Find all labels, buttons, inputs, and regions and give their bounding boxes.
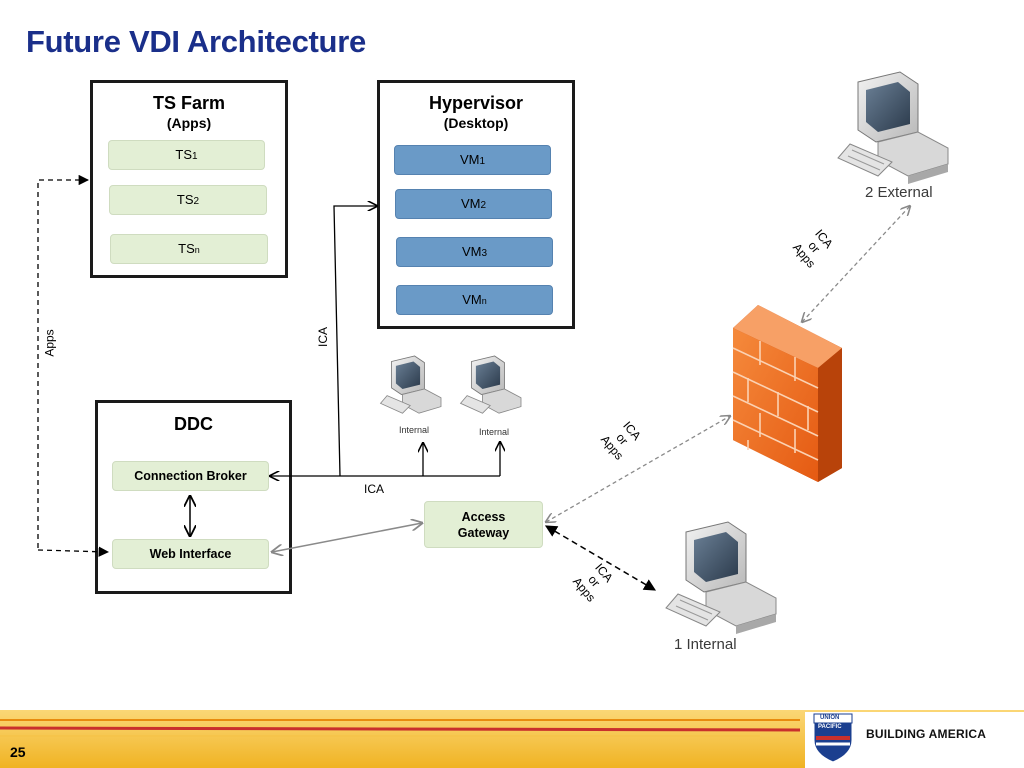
vm-item-1: VM1 [394, 145, 551, 175]
computer-external-icon [837, 71, 949, 184]
apps-dashed-connector [37, 174, 110, 557]
union-pacific-shield-icon [813, 713, 853, 763]
firewall-icon [732, 305, 842, 482]
computer-internal-icon [665, 521, 777, 634]
gateway-internal-connector [544, 525, 657, 591]
logo-bottom-text: PACIFIC [818, 724, 842, 730]
access-gateway: Access Gateway [424, 501, 543, 548]
logo-top-text: UNION [820, 715, 840, 721]
apps-vertical-label: Apps [42, 329, 57, 357]
external-caption: 2 External [865, 184, 933, 201]
web-interface: Web Interface [112, 539, 269, 569]
vm-item-3: VM3 [396, 237, 553, 267]
ts-item-2: TS2 [109, 185, 267, 215]
computer-small-1-icon [379, 355, 442, 414]
footer-bar [0, 710, 1024, 768]
computer-small-2-icon [459, 355, 522, 414]
gateway-firewall-connector [546, 416, 730, 522]
brand-tagline: BUILDING AMERICA [866, 727, 987, 741]
web-gateway-connector [272, 523, 422, 552]
hypervisor-title: Hypervisor [428, 93, 524, 113]
ica-connector [270, 206, 500, 476]
ica-vertical-label: ICA [316, 326, 331, 348]
ica-horizontal-label: ICA [364, 482, 385, 496]
internal-small-label-2: Internal [479, 427, 510, 437]
ts-item-n: TSn [110, 234, 268, 264]
vm-item-n: VMn [396, 285, 553, 315]
hypervisor-subtitle: (Desktop) [443, 115, 509, 131]
ts-farm-subtitle: (Apps) [166, 115, 212, 131]
ts-item-1: TS1 [108, 140, 265, 170]
page-title: Future VDI Architecture [26, 24, 366, 59]
vm-item-2: VM2 [395, 189, 552, 219]
connection-broker: Connection Broker [112, 461, 269, 491]
internal-small-label-1: Internal [399, 425, 430, 435]
ts-farm-title: TS Farm [152, 93, 226, 113]
ddc-title: DDC [174, 414, 213, 434]
page-number: 25 [10, 744, 26, 760]
firewall-external-connector [802, 206, 910, 322]
internal-caption: 1 Internal [674, 636, 737, 653]
